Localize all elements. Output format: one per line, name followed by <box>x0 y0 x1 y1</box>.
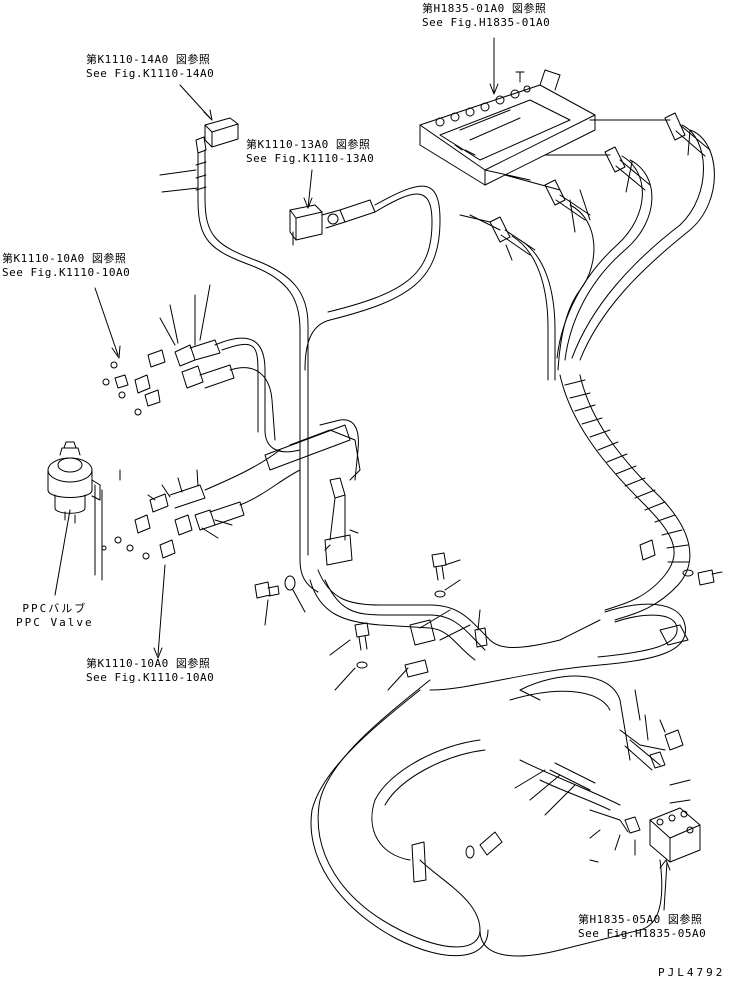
ref-jp: 第H1835-05A0 図参照 <box>578 913 703 926</box>
ref-en: See Fig.H1835-05A0 <box>578 927 707 940</box>
hose-end-fittings <box>489 112 711 256</box>
spiral-hose-bundle <box>559 374 691 621</box>
leader-lines <box>54 37 691 911</box>
k1110-13a0-block <box>289 199 376 246</box>
lower-hose-loops <box>310 603 686 957</box>
ref-jp: 第H1835-01A0 図参照 <box>422 2 547 15</box>
ref-label-k1110-13a0: 第K1110-13A0 図参照 See Fig.K1110-13A0 <box>246 138 374 166</box>
drawing-code: PJL4792 <box>658 966 726 979</box>
ref-en: See Fig.K1110-13A0 <box>246 152 375 165</box>
ppc-valve <box>47 441 101 524</box>
ppc-valve-en: PPC Valve <box>16 616 94 629</box>
ref-label-k1110-10a0-upper: 第K1110-10A0 図参照 See Fig.K1110-10A0 <box>2 252 130 280</box>
k1110-14a0-block <box>195 117 239 201</box>
control-valve-block <box>419 69 596 186</box>
ppc-upper-fittings <box>102 337 301 453</box>
ref-jp: 第K1110-13A0 図参照 <box>246 138 371 151</box>
ref-en: See Fig.K1110-10A0 <box>86 671 215 684</box>
ref-jp: 第K1110-10A0 図参照 <box>86 657 211 670</box>
ref-en: See Fig.H1835-01A0 <box>422 16 551 29</box>
ppc-valve-jp: PPCバルブ <box>22 602 88 615</box>
ref-en: See Fig.K1110-14A0 <box>86 67 215 80</box>
ref-jp: 第K1110-10A0 図参照 <box>2 252 127 265</box>
ref-label-k1110-10a0-lower: 第K1110-10A0 図参照 See Fig.K1110-10A0 <box>86 657 214 685</box>
ref-jp: 第K1110-14A0 図参照 <box>86 53 211 66</box>
ref-label-h1835-05a0: 第H1835-05A0 図参照 See Fig.H1835-05A0 <box>578 913 706 941</box>
ref-label-h1835-01a0: 第H1835-01A0 図参照 See Fig.H1835-01A0 <box>422 2 550 30</box>
ppc-lower-fittings <box>101 449 301 560</box>
bolts-and-clamps <box>254 552 723 883</box>
lower-right-valve <box>549 729 701 863</box>
ppc-valve-label: PPCバルブ PPC Valve <box>16 602 94 630</box>
ref-label-k1110-14a0: 第K1110-14A0 図参照 See Fig.K1110-14A0 <box>86 53 214 81</box>
ref-en: See Fig.K1110-10A0 <box>2 266 131 279</box>
hose-lines <box>197 119 715 593</box>
center-bundle <box>264 419 601 661</box>
